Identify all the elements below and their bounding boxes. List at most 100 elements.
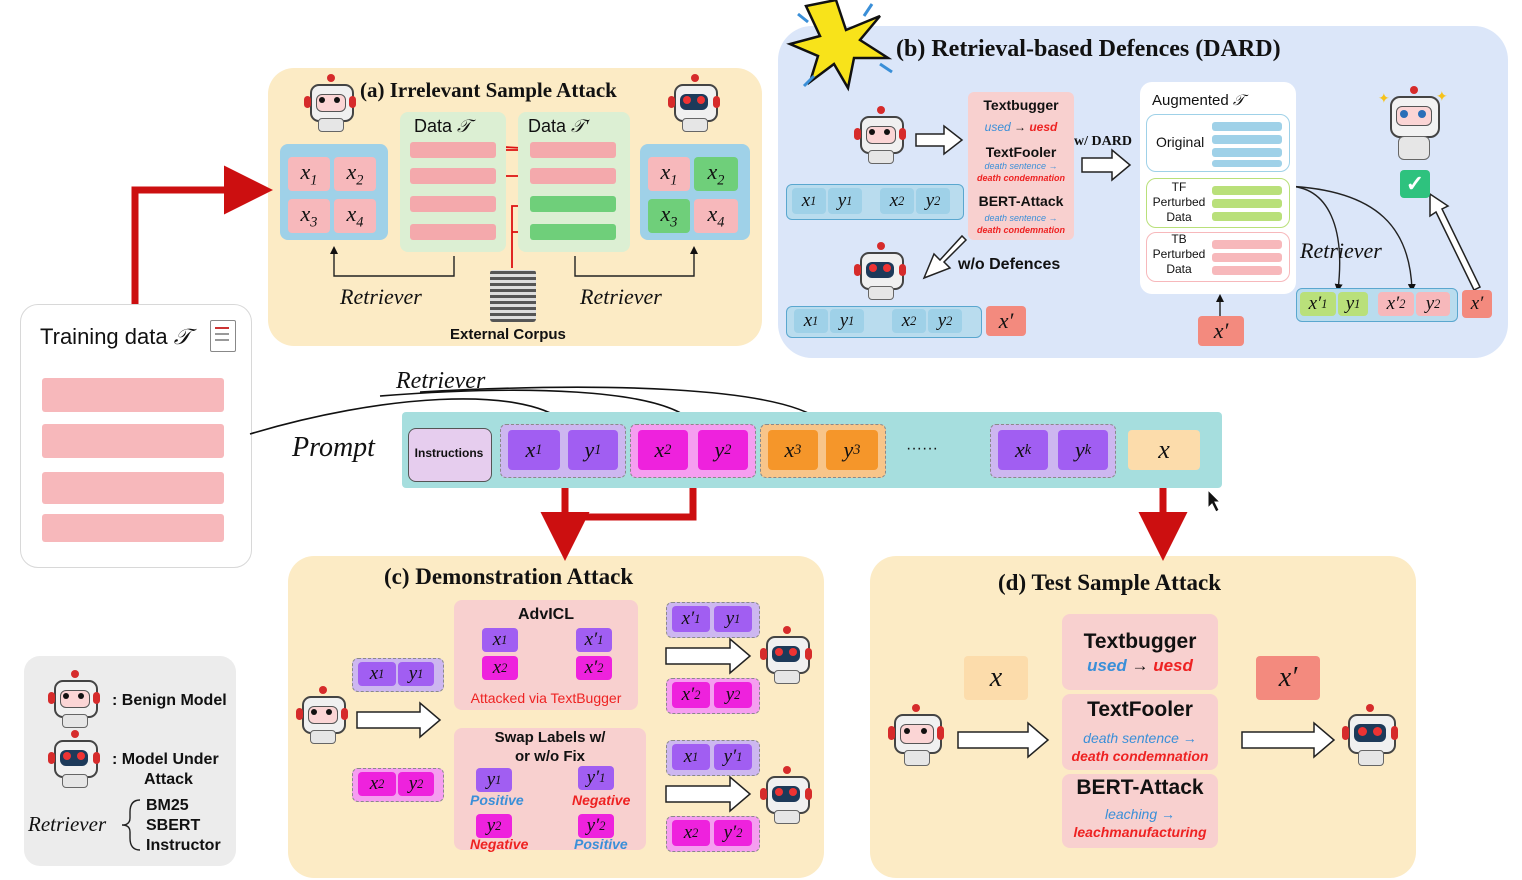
tb-row <box>1212 253 1282 262</box>
attacked-robot-icon <box>666 74 722 134</box>
textfooler-example-from: death sentence → <box>1083 730 1197 746</box>
external-corpus-label: External Corpus <box>450 326 566 343</box>
training-row <box>42 424 224 458</box>
token-x1-prime: x′1 <box>576 628 612 652</box>
token-x1: x1 <box>648 157 690 191</box>
training-row <box>42 472 224 504</box>
swap-labels-title: Swap Labels w/or w/o Fix <box>494 729 606 765</box>
benign-robot-icon <box>852 106 908 166</box>
token-x1-prime: x′1 <box>672 606 710 632</box>
token-y2-prime: y′2 <box>714 820 752 846</box>
hollow-arrow-to-checkmark <box>1429 192 1481 292</box>
data-row <box>410 224 496 240</box>
tb-row <box>1212 266 1282 275</box>
token-x4: x4 <box>694 199 738 233</box>
attack-box-bert <box>1062 774 1218 848</box>
token-y2-prime: y′2 <box>578 814 614 838</box>
legend-benign-label: : Benign Model <box>112 692 227 709</box>
tf-row <box>1212 199 1282 208</box>
panel-a-title: (a) Irrelevant Sample Attack <box>360 78 617 102</box>
adversarial-query: x′ <box>1256 656 1320 700</box>
attack-box-textbugger <box>1062 614 1218 690</box>
retriever-label: Retriever <box>340 284 422 309</box>
hollow-arrow-to-augmented <box>1081 148 1132 182</box>
document-icon <box>210 320 236 352</box>
token-x4: x4 <box>334 199 376 233</box>
data-prime-label: Data 𝒯′ <box>528 116 589 136</box>
wo-defences-label: w/o Defences <box>958 256 1061 273</box>
w-dard-label: w/ DARD <box>1074 134 1132 149</box>
instructions-label: Instructions <box>414 446 484 460</box>
ellipsis: ······ <box>906 440 938 457</box>
textfooler-label: TextFooler <box>985 144 1057 160</box>
textbugger-example: used → uesd <box>1087 656 1193 675</box>
data-prime-row-external <box>530 196 616 212</box>
retriever-curve-1 <box>249 398 567 435</box>
token-x2-prime: x′2 <box>672 682 710 708</box>
data-label: Data 𝒯 <box>414 116 471 136</box>
token-x1: x1 <box>288 157 330 191</box>
original-row <box>1212 135 1282 144</box>
bert-attack-label: BERT-Attack <box>1076 776 1204 799</box>
bert-attack-example-to: leachmanufacturing <box>1073 824 1207 840</box>
checkmark-icon: ✓ <box>1400 170 1430 198</box>
data-prime-row <box>530 142 616 158</box>
original-data-group <box>1146 114 1290 172</box>
training-to-panel-a-arrow <box>131 165 273 304</box>
panel-d-title: (d) Test Sample Attack <box>998 570 1221 595</box>
query-token: x <box>1128 430 1200 470</box>
prompt-retriever-label: Retriever <box>396 368 486 394</box>
benign-robot-icon <box>46 670 102 730</box>
benign-robot-icon <box>886 704 946 768</box>
negative-label: Negative <box>572 792 631 808</box>
attack-box-textfooler <box>1062 694 1218 770</box>
training-row <box>42 514 224 542</box>
advicl-note: Attacked via TextBugger <box>470 690 622 706</box>
data-prime-row-external <box>530 224 616 240</box>
data-row <box>410 168 496 184</box>
negative-label: Negative <box>470 836 529 852</box>
attacked-robot-icon <box>758 766 814 826</box>
tf-perturbed-group <box>1146 178 1290 228</box>
query-token: x <box>964 656 1028 700</box>
attacked-robot-icon <box>758 626 814 686</box>
tf-row <box>1212 212 1282 221</box>
retriever-label: Retriever <box>1300 238 1382 263</box>
token-x2: x2 <box>334 157 376 191</box>
newspaper-stack-icon <box>490 270 536 322</box>
token-x3-external: x3 <box>648 199 690 233</box>
legend-retriever-label: Retriever <box>28 812 107 836</box>
defended-robot-icon: ✦ ✦ <box>1378 86 1448 160</box>
token-x1-prime: x′1 <box>1300 292 1336 316</box>
augmented-label: Augmented 𝒯 <box>1152 92 1245 109</box>
adversarial-query: x′ <box>1198 316 1244 346</box>
advicl-box <box>454 600 638 710</box>
tf-row <box>1212 186 1282 195</box>
adversarial-query: x′ <box>986 306 1026 336</box>
data-row <box>410 196 496 212</box>
positive-label: Positive <box>574 836 628 852</box>
tb-row <box>1212 240 1282 249</box>
textbugger-label: Textbugger <box>1083 630 1197 653</box>
star-burst-icon <box>786 0 893 92</box>
tb-perturbed-group <box>1146 232 1290 282</box>
